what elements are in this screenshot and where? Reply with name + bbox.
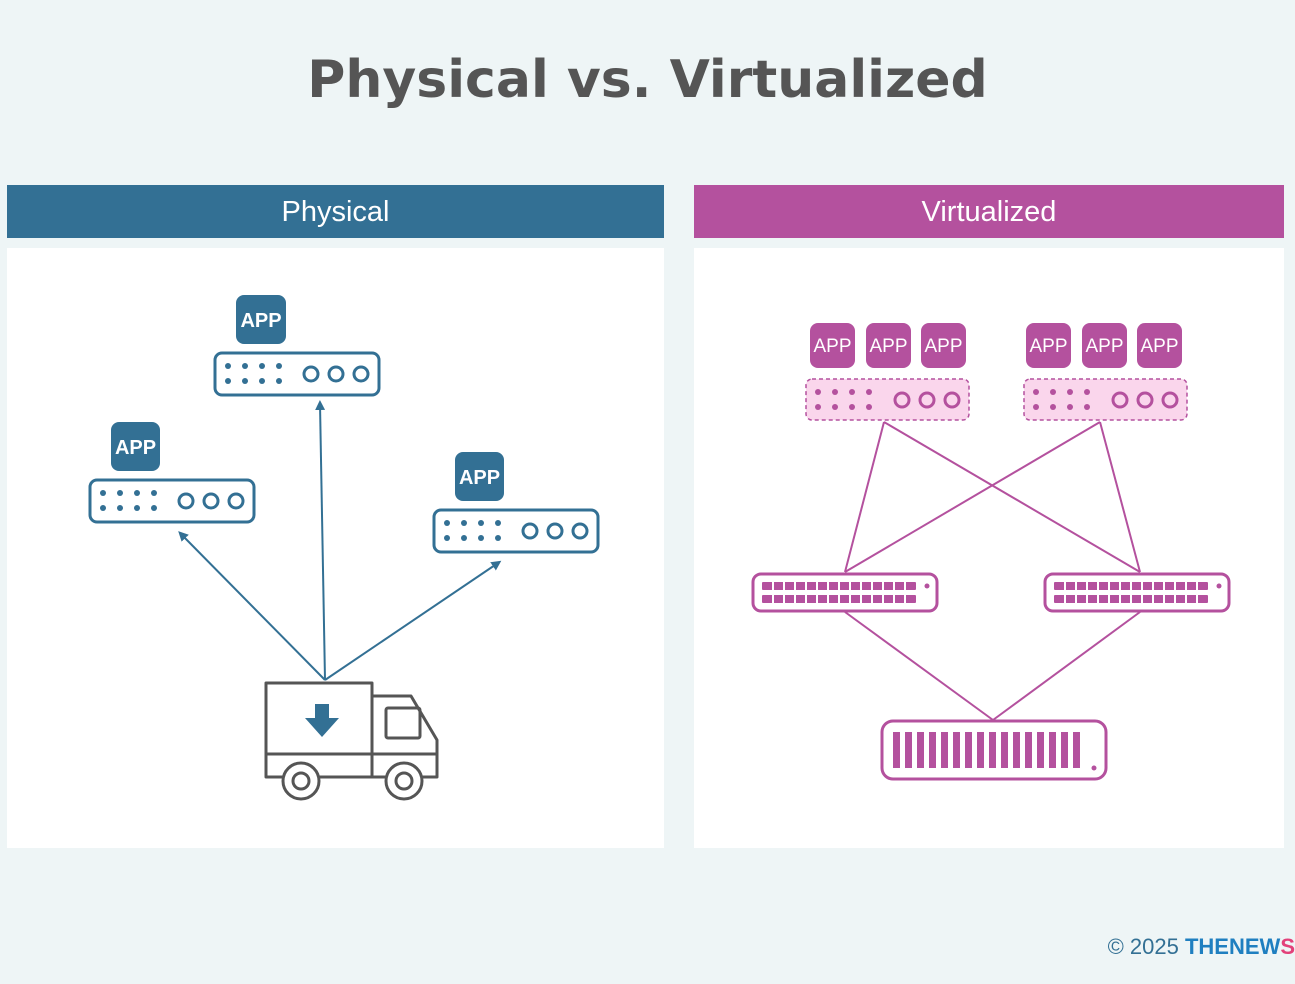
app-badge: APP (236, 295, 286, 344)
arrow-to-server-left (178, 531, 326, 681)
physical-panel-header: Physical (7, 185, 664, 238)
download-arrow-icon (305, 704, 339, 737)
truck-icon (264, 681, 439, 801)
svg-text:APP: APP (924, 336, 962, 357)
svg-text:APP: APP (115, 437, 156, 459)
server-icon (432, 508, 600, 554)
network-switch-icon (1043, 572, 1231, 613)
brand-logo-text: THENEW (1184, 934, 1281, 959)
app-badge: APP (921, 323, 966, 368)
arrow-to-server-top (315, 400, 326, 681)
svg-text:APP: APP (1085, 336, 1123, 357)
svg-text:APP: APP (813, 336, 851, 357)
virtualized-panel-header: Virtualized (694, 185, 1284, 238)
app-badge: APP (810, 323, 855, 368)
app-badge: APP (1082, 323, 1127, 368)
svg-text:APP: APP (459, 467, 500, 489)
page-title: Physical vs. Virtualized (307, 50, 988, 110)
svg-text:APP: APP (869, 336, 907, 357)
svg-text:APP: APP (1029, 336, 1067, 357)
storage-array-icon (880, 719, 1108, 781)
brand-logo-accent: S (1280, 934, 1295, 959)
app-badge: APP (455, 452, 504, 501)
network-switch-icon (751, 572, 939, 613)
app-badge: APP (111, 422, 160, 471)
app-badge: APP (1137, 323, 1182, 368)
server-icon (1023, 378, 1188, 421)
copyright-text: © 2025 (1107, 934, 1185, 959)
virtual-connections (844, 421, 1141, 721)
svg-text:APP: APP (240, 310, 281, 332)
svg-text:APP: APP (1140, 336, 1178, 357)
app-badge: APP (1026, 323, 1071, 368)
server-icon (213, 351, 381, 397)
copyright-footer: © 2025 THENEWS (1108, 934, 1295, 960)
server-icon (88, 478, 256, 524)
physical-arrows (178, 400, 502, 681)
arrow-to-server-right (324, 560, 502, 681)
app-badge: APP (866, 323, 911, 368)
server-icon (805, 378, 970, 421)
